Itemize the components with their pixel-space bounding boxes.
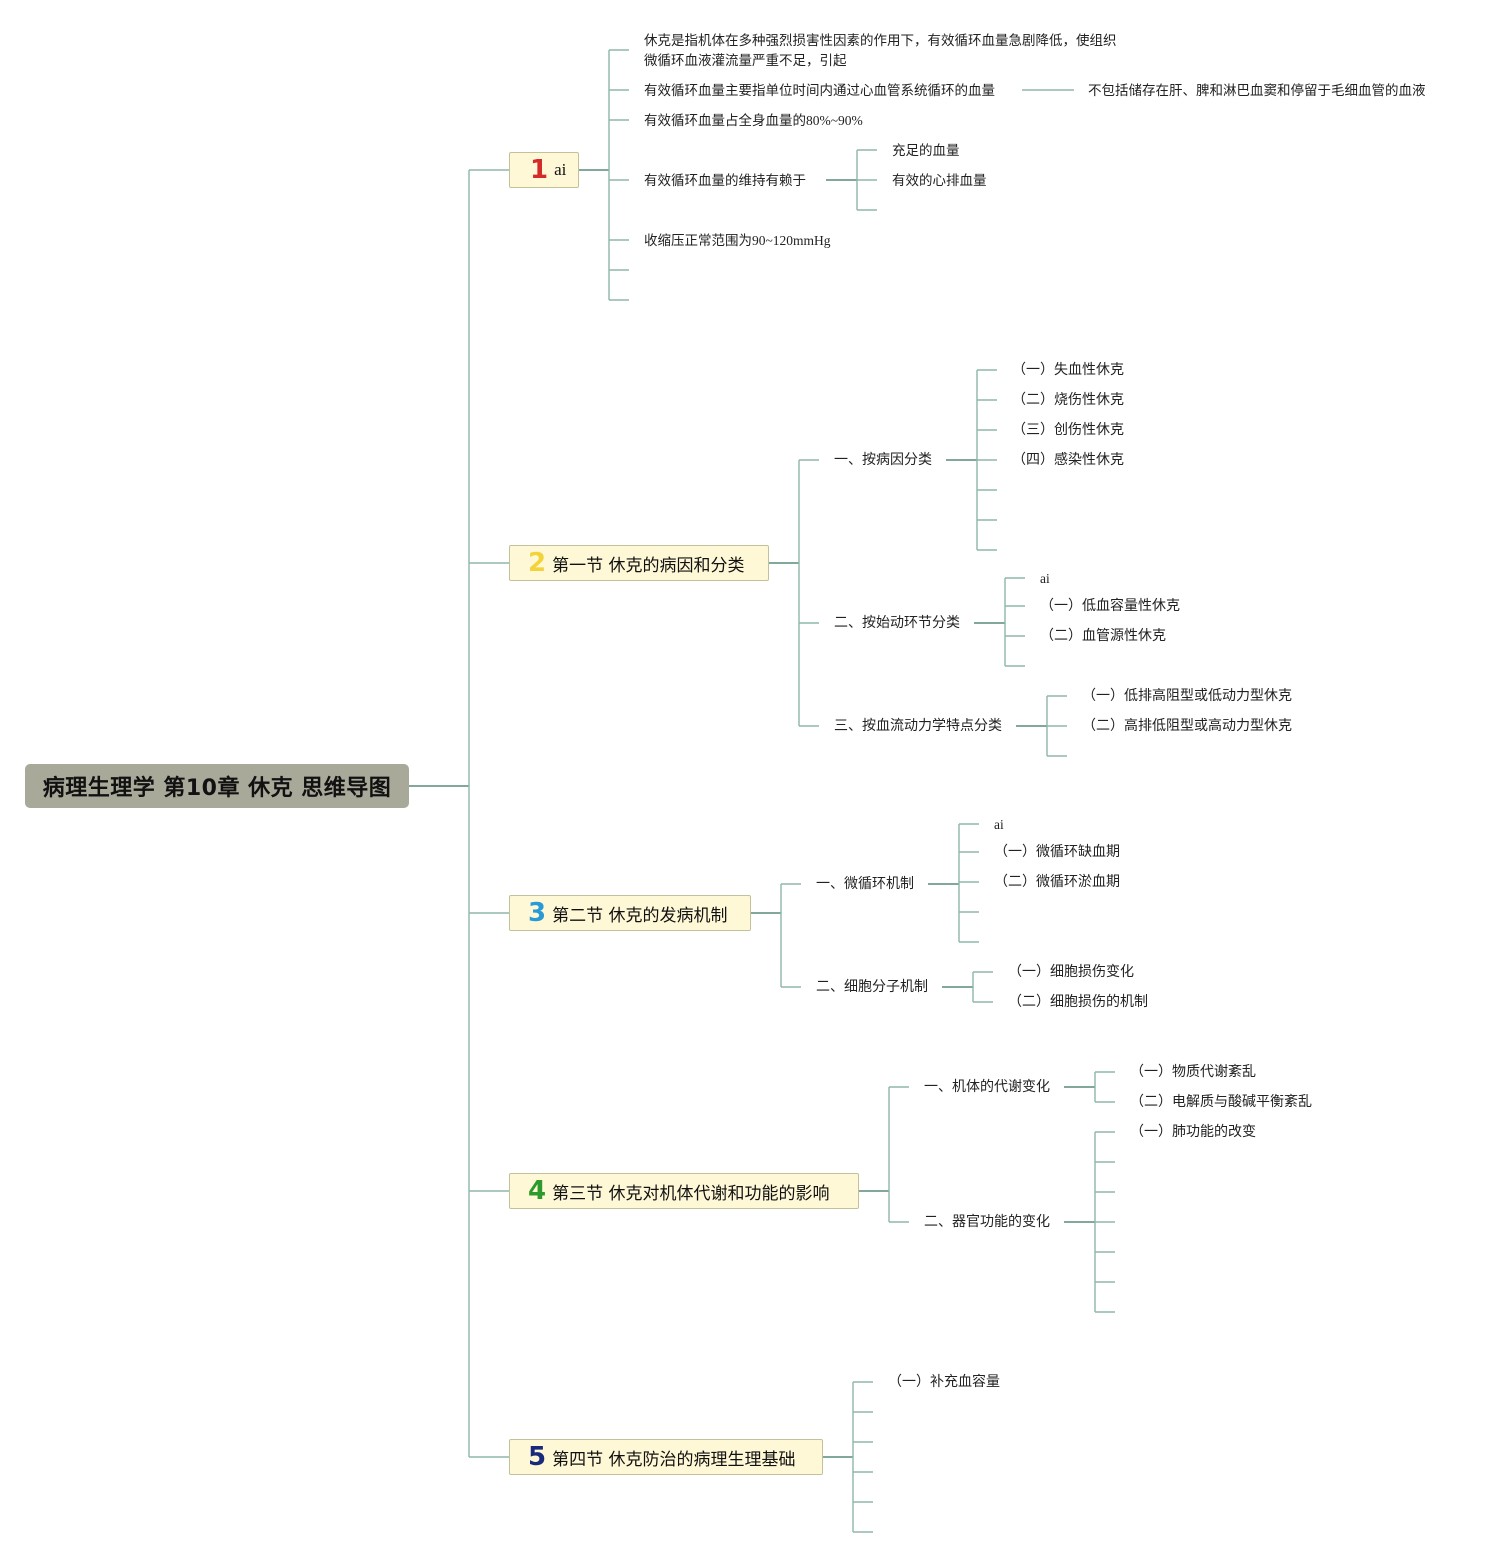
- s5-item-volume-replacement[interactable]: （一）补充血容量: [888, 1374, 1000, 1390]
- section-number-4: 4: [528, 1176, 547, 1206]
- s3-group-cell-molecular[interactable]: 二、细胞分子机制: [816, 979, 928, 995]
- section-2-node[interactable]: 2 第一节 休克的病因和分类: [509, 545, 769, 581]
- s3-item-ischemic-phase[interactable]: （一）微循环缺血期: [994, 844, 1120, 860]
- s2-item-vasogenic[interactable]: （二）血管源性休克: [1040, 628, 1166, 644]
- s2-group-by-cause[interactable]: 一、按病因分类: [834, 452, 932, 468]
- s4-item-electrolyte-acid-base[interactable]: （二）电解质与酸碱平衡紊乱: [1130, 1094, 1312, 1110]
- section-5-node[interactable]: 5 第四节 休克防治的病理生理基础: [509, 1439, 823, 1475]
- s2-item-high-output[interactable]: （二）高排低阻型或高动力型休克: [1082, 718, 1292, 734]
- section-number-2: 2: [528, 548, 547, 578]
- s1-item-exclusion[interactable]: 不包括储存在肝、脾和淋巴血窦和停留于毛细血管的血液: [1088, 83, 1426, 99]
- section-5-label: 第四节 休克防治的病理生理基础: [552, 1449, 796, 1470]
- s2-group-by-initiating-link[interactable]: 二、按始动环节分类: [834, 615, 960, 631]
- s2-item-hemorrhagic[interactable]: （一）失血性休克: [1012, 362, 1124, 378]
- s2-item-burn[interactable]: （二）烧伤性休克: [1012, 392, 1124, 408]
- section-2-label: 第一节 休克的病因和分类: [552, 555, 745, 576]
- s2-item-low-output[interactable]: （一）低排高阻型或低动力型休克: [1082, 688, 1292, 704]
- section-4-label: 第三节 休克对机体代谢和功能的影响: [552, 1183, 830, 1204]
- s1-item-effective-volume[interactable]: 有效循环血量主要指单位时间内通过心血管系统循环的血量: [644, 83, 995, 99]
- section-number-3: 3: [528, 898, 547, 928]
- s3-item-cell-injury-mechanism[interactable]: （二）细胞损伤的机制: [1008, 994, 1148, 1010]
- s3-group-microcirculation[interactable]: 一、微循环机制: [816, 876, 914, 892]
- s2-item-septic[interactable]: （四）感染性休克: [1012, 452, 1124, 468]
- s1-item-systolic-range[interactable]: 收缩压正常范围为90~120mmHg: [644, 233, 831, 248]
- s3-item-congestive-phase[interactable]: （二）微循环淤血期: [994, 874, 1120, 890]
- s4-group-metabolism[interactable]: 一、机体的代谢变化: [924, 1079, 1050, 1095]
- s2-group-by-hemodynamics[interactable]: 三、按血流动力学特点分类: [834, 718, 1002, 734]
- s2-item-hypovolemic[interactable]: （一）低血容量性休克: [1040, 598, 1180, 614]
- s1-item-percentage[interactable]: 有效循环血量占全身血量的80%~90%: [644, 113, 863, 128]
- section-number-1: 1: [530, 155, 549, 185]
- s1-item-definition-line1[interactable]: 休克是指机体在多种强烈损害性因素的作用下，有效循环血量急剧降低，使组织: [644, 33, 1117, 49]
- mindmap-root-title[interactable]: 病理生理学 第10章 休克 思维导图: [25, 764, 409, 808]
- section-number-5: 5: [528, 1442, 547, 1472]
- s1-subitem-cardiac-output[interactable]: 有效的心排血量: [892, 173, 987, 189]
- s4-item-lung-function[interactable]: （一）肺功能的改变: [1130, 1124, 1256, 1140]
- s2-item-ai[interactable]: ai: [1040, 571, 1050, 586]
- section-3-label: 第二节 休克的发病机制: [552, 905, 728, 926]
- section-4-node[interactable]: 4 第三节 休克对机体代谢和功能的影响: [509, 1173, 859, 1209]
- s2-item-traumatic[interactable]: （三）创伤性休克: [1012, 422, 1124, 438]
- section-3-node[interactable]: 3 第二节 休克的发病机制: [509, 895, 751, 931]
- s1-subitem-blood-volume[interactable]: 充足的血量: [892, 143, 960, 159]
- s1-item-maintenance[interactable]: 有效循环血量的维持有赖于: [644, 173, 806, 189]
- s4-group-organ-function[interactable]: 二、器官功能的变化: [924, 1214, 1050, 1230]
- s4-item-substance-metabolism[interactable]: （一）物质代谢紊乱: [1130, 1064, 1256, 1080]
- s3-item-cell-injury-changes[interactable]: （一）细胞损伤变化: [1008, 964, 1134, 980]
- section-1-label: ai: [554, 160, 567, 179]
- s3-item-ai[interactable]: ai: [994, 817, 1004, 832]
- section-1-node[interactable]: 1 ai: [509, 152, 579, 188]
- s1-item-definition-line2[interactable]: 微循环血液灌流量严重不足，引起: [644, 53, 847, 69]
